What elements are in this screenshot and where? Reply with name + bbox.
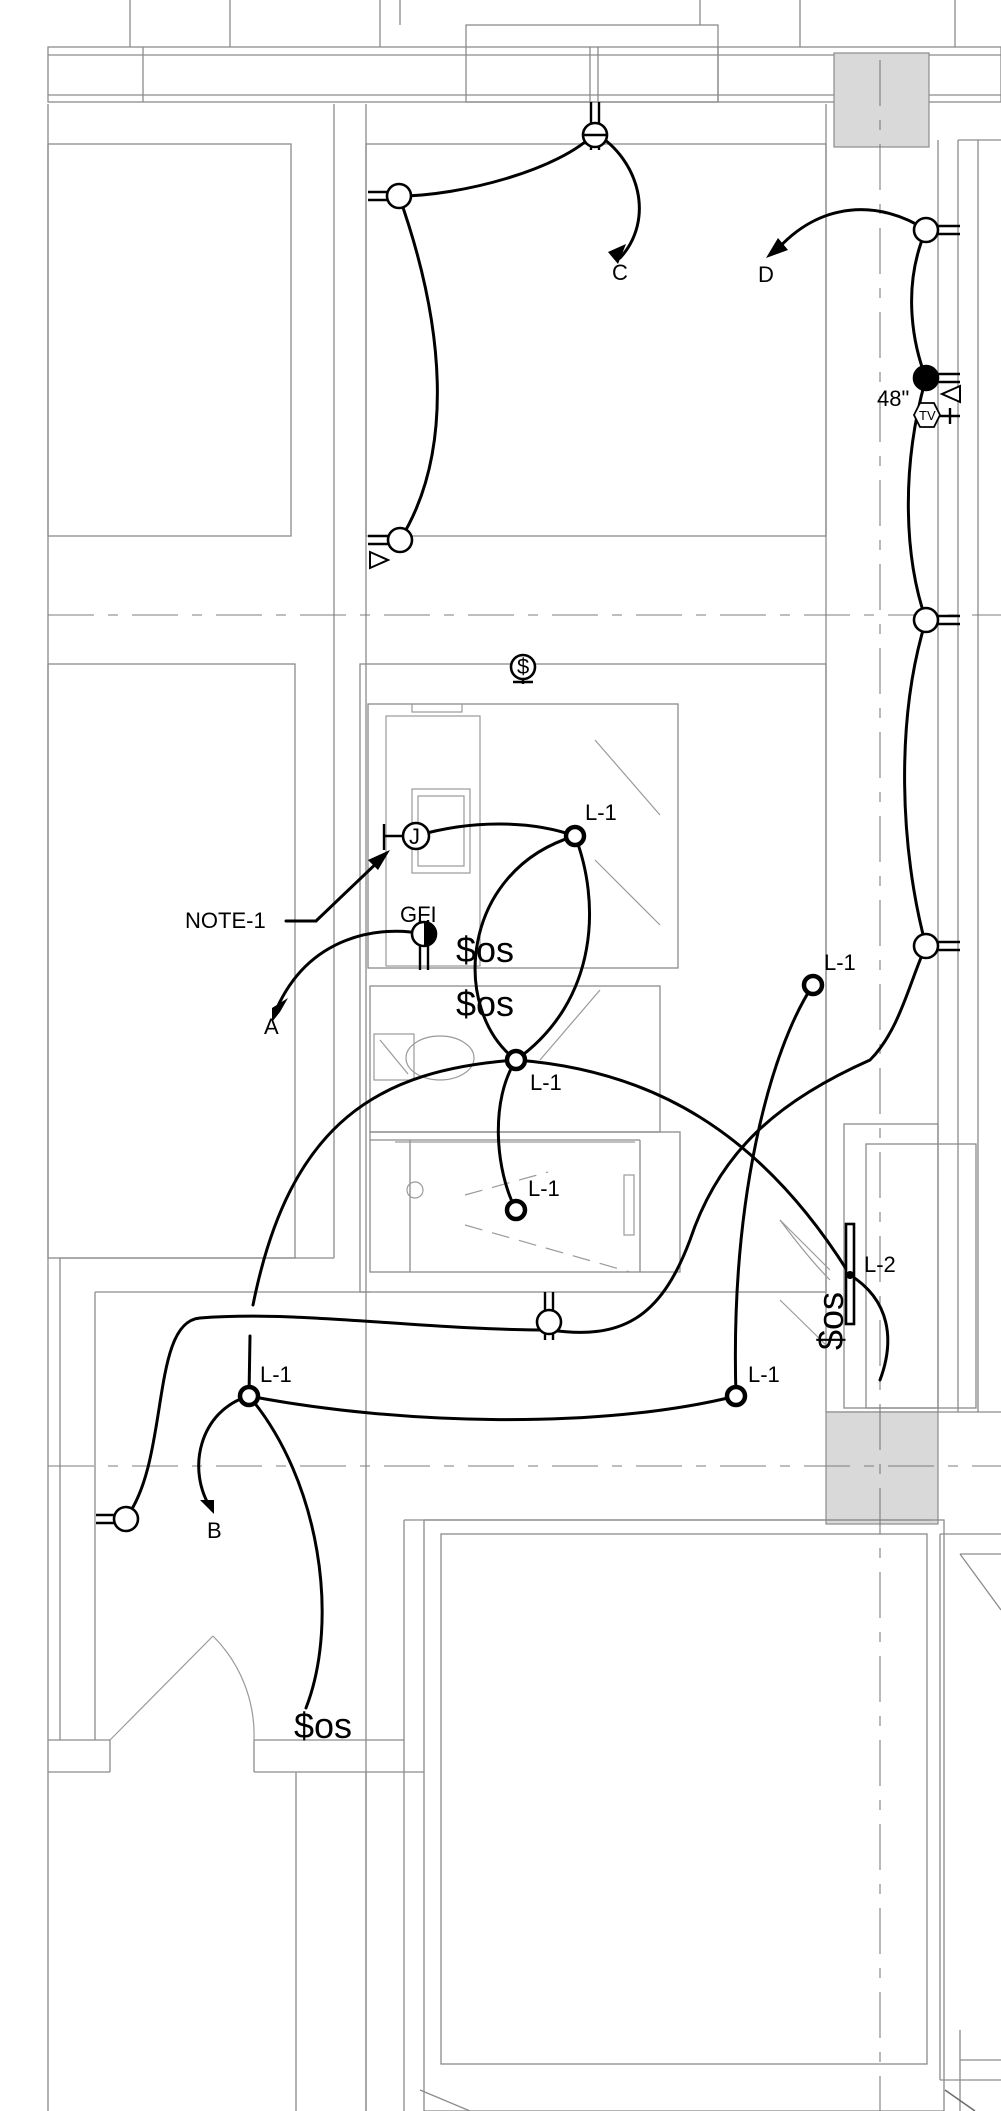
light-l1-bath-upper xyxy=(563,824,587,848)
switch-os-3: $os xyxy=(294,1705,352,1746)
switch-bubble-label: $ xyxy=(517,654,529,679)
architectural-walls xyxy=(47,0,1001,2111)
switch-os-4: $os xyxy=(810,1292,851,1350)
wire-lower-l1-to-switch xyxy=(247,1394,324,1710)
l1-label-bath-center: L-1 xyxy=(530,1070,562,1095)
l1-label-lower-right: L-1 xyxy=(748,1362,780,1387)
l1-label-bath-upper: L-1 xyxy=(585,800,617,825)
wire-c-receptacle-top xyxy=(397,131,597,198)
labels: NOTE-1 A B C D L-1 L-1 L-1 L-1 L-1 L-1 L… xyxy=(185,260,896,1746)
l1-label-lower-left: L-1 xyxy=(260,1362,292,1387)
wire-gfi-to-arrow-a xyxy=(275,929,426,1010)
arrow-b-head xyxy=(200,1500,214,1514)
wire-to-arrow-d xyxy=(773,208,928,254)
light-l2 xyxy=(844,1222,856,1326)
receptacle-top-center xyxy=(581,102,609,150)
height-label: 48" xyxy=(877,386,909,411)
arrow-c-label: C xyxy=(612,260,628,285)
l2-label: L-2 xyxy=(864,1252,896,1277)
wire-j-to-l1 xyxy=(414,822,577,838)
gfi-label: GFI xyxy=(400,902,437,927)
receptacle-right-2 xyxy=(912,606,960,634)
devices: TV 48" J xyxy=(96,102,961,1533)
wire-l1-to-shower-l1 xyxy=(496,1058,518,1212)
light-l1-lower-right xyxy=(724,1384,748,1408)
receptacle-floor-bath xyxy=(535,1292,563,1340)
receptacle-left-upper xyxy=(368,182,413,210)
wire-l1-to-l2 xyxy=(514,1058,852,1277)
note-1-arrow-head xyxy=(368,850,390,870)
arrow-a-label: A xyxy=(264,1014,279,1039)
receptacle-lower-left xyxy=(96,1505,140,1533)
tv-outlet: TV xyxy=(912,402,942,428)
column-bottom xyxy=(825,1411,939,1525)
arrow-c-head xyxy=(608,244,626,264)
light-l1-shower xyxy=(504,1198,528,1222)
light-l1-bath-center xyxy=(504,1048,528,1072)
junction-label: J xyxy=(409,824,420,849)
junction-box: J xyxy=(382,821,431,851)
tv-label: TV xyxy=(919,408,936,423)
arrow-d-label: D xyxy=(758,262,774,287)
wire-l2-to-switch xyxy=(848,1273,890,1382)
wire-right-wall-1 xyxy=(910,228,928,380)
arrow-b-label: B xyxy=(207,1518,222,1543)
l1-label-right: L-1 xyxy=(824,950,856,975)
wire-l1-bath-to-lower-l1 xyxy=(251,1058,518,1307)
note-1-label: NOTE-1 xyxy=(185,908,266,933)
light-l1-lower-left xyxy=(237,1384,261,1408)
switch-os-2: $os xyxy=(456,983,514,1024)
receptacle-right-tv xyxy=(912,364,961,424)
ceiling-switch-bubble: $ xyxy=(509,653,537,684)
wire-lower-l1-to-l1 xyxy=(247,1394,738,1422)
gfi-receptacle: GFI xyxy=(400,902,438,970)
light-l1-right xyxy=(801,973,825,997)
wire-floor-box-sweep xyxy=(124,944,928,1520)
receptacle-right-1 xyxy=(912,216,960,244)
wire-l1-right-to-l1-lower xyxy=(733,983,815,1398)
arrow-a-head xyxy=(272,998,288,1022)
switch-os-1: $os xyxy=(456,929,514,970)
receptacle-right-3 xyxy=(912,932,960,960)
homerun-arrows xyxy=(200,238,788,1514)
wire-lower-l1-to-arrow-b xyxy=(197,1394,251,1512)
wire-left-wall-receptacles xyxy=(397,194,439,542)
column-top xyxy=(833,52,930,148)
wire-to-arrow-c xyxy=(593,131,641,260)
wiring xyxy=(124,131,928,1710)
wire-right-wall-3 xyxy=(903,618,928,948)
receptacle-left-lower xyxy=(368,526,414,570)
note-1-arrow-line xyxy=(314,854,386,923)
arrow-d-head xyxy=(766,238,788,258)
l1-label-shower: L-1 xyxy=(528,1176,560,1201)
